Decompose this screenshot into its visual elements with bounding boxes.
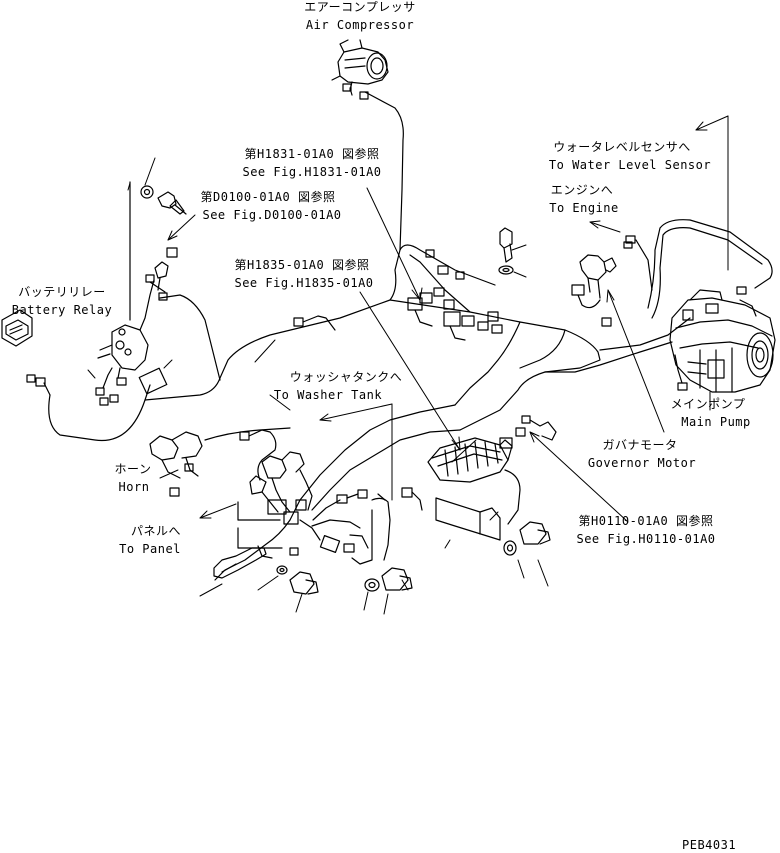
panel-harness xyxy=(214,452,422,594)
leader-lines xyxy=(88,116,728,614)
fig-d0100-label-en: See Fig.D0100-01A0 xyxy=(202,208,342,222)
horn-assembly xyxy=(150,430,270,496)
air-compressor xyxy=(332,40,388,99)
relay-cover xyxy=(2,310,32,346)
fig-d0100-label-jp: 第D0100-01A0 図参照 xyxy=(200,190,336,204)
fig-h0110-label-jp: 第H0110-01A0 図参照 xyxy=(578,514,714,528)
main-harness xyxy=(49,88,690,580)
washer-tank-label-jp: ウォッシャタンクへ xyxy=(289,370,403,384)
fig-h0110-label-en: See Fig.H0110-01A0 xyxy=(576,532,716,546)
fig-h1831-label-en: See Fig.H1831-01A0 xyxy=(242,165,382,179)
air-compressor-label-en: Air Compressor xyxy=(305,18,415,32)
water-level-harness xyxy=(626,220,772,390)
main-pump-label-en: Main Pump xyxy=(681,415,751,429)
panel-label-en: To Panel xyxy=(119,542,181,556)
lower-right-fasteners xyxy=(504,522,550,555)
fig-h1835-label-jp: 第H1835-01A0 図参照 xyxy=(234,258,370,272)
governor-motor-label-en: Governor Motor xyxy=(587,456,697,470)
washer-tank-label-en: To Washer Tank xyxy=(273,388,383,402)
fig-h1835-label-en: See Fig.H1835-01A0 xyxy=(234,276,374,290)
battery-relay-label-en: Battery Relay xyxy=(11,303,113,317)
horn-label-en: Horn xyxy=(118,480,150,494)
central-connectors xyxy=(294,228,513,340)
water-level-label-jp: ウォータレベルセンサへ xyxy=(553,140,691,154)
main-pump-label-jp: メインポンプ xyxy=(670,397,746,411)
fig-h1831-label-jp: 第H1831-01A0 図参照 xyxy=(244,147,380,161)
drawing-code: PEB4031 xyxy=(682,838,737,852)
water-level-label-en: To Water Level Sensor xyxy=(548,158,712,172)
battery-relay xyxy=(27,325,167,405)
horn-label-jp: ホーン xyxy=(114,462,152,476)
governor-motor-label-jp: ガバナモータ xyxy=(602,438,678,452)
main-pump xyxy=(670,290,775,392)
upper-left-fasteners xyxy=(130,182,186,330)
engine-label-jp: エンジンへ xyxy=(550,183,614,197)
air-compressor-label-jp: エアーコンプレッサ xyxy=(304,0,416,14)
engine-connectors xyxy=(572,242,632,326)
panel-label-jp: パネルへ xyxy=(130,524,182,538)
engine-label-en: To Engine xyxy=(549,201,619,215)
battery-relay-label-jp: バッテリリレー xyxy=(18,285,106,299)
